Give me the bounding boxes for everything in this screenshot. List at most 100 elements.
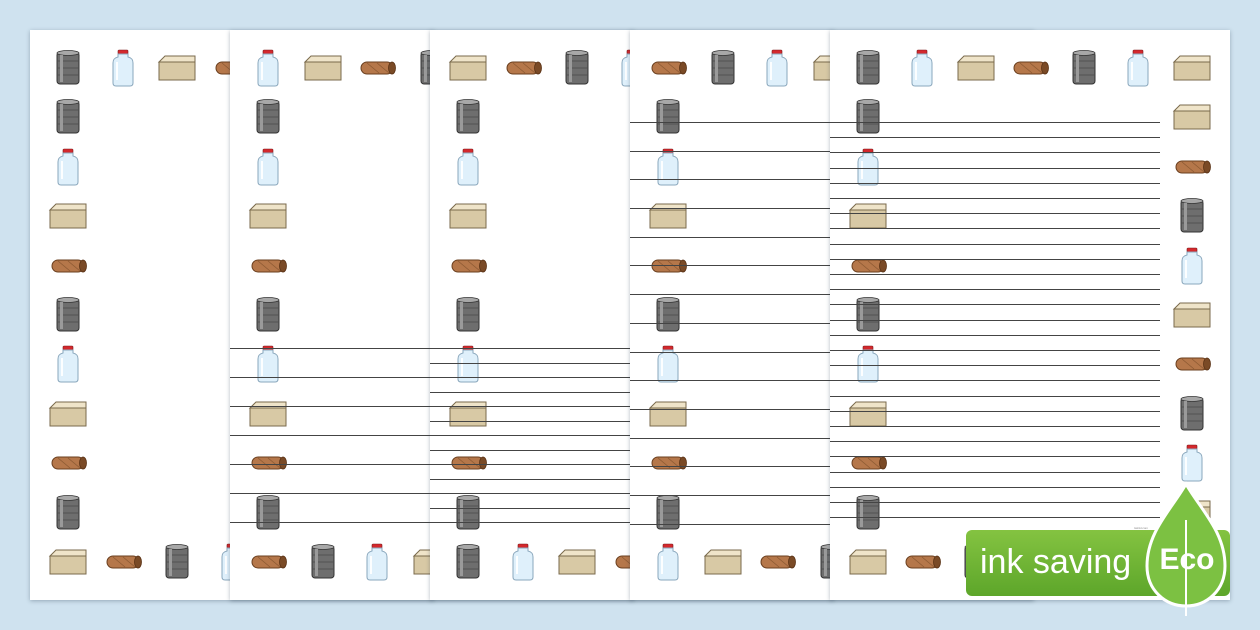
glass-jar-icon: [648, 344, 688, 389]
tin-can-icon: [648, 295, 688, 340]
cardboard-box-icon: [303, 48, 343, 93]
writing-line: [830, 335, 1160, 336]
writing-line: [830, 380, 1160, 381]
writing-line: [630, 438, 964, 439]
writing-line: [430, 421, 764, 422]
page-border-sheet-narrow-full: twinkl.com: [830, 30, 1230, 600]
glass-jar-icon: [848, 147, 888, 192]
glass-jar-icon: [248, 147, 288, 192]
writing-line: [830, 365, 1160, 366]
writing-line: [830, 228, 1160, 229]
glass-jar-icon: [1172, 246, 1212, 291]
cardboard-tube-icon: [757, 542, 797, 587]
tin-can-icon: [48, 493, 88, 538]
glass-jar-icon: [248, 48, 288, 93]
writing-line: [830, 213, 1160, 214]
writing-line: [830, 456, 1160, 457]
glass-jar-icon: [503, 542, 543, 587]
glass-jar-icon: [357, 542, 397, 587]
cardboard-box-icon: [48, 196, 88, 241]
writing-line: [830, 502, 1160, 503]
footer-url: twinkl.com: [1134, 526, 1149, 530]
glass-jar-icon: [1118, 48, 1158, 93]
cardboard-tube-icon: [448, 443, 488, 488]
glass-jar-icon: [648, 542, 688, 587]
cardboard-box-icon: [448, 394, 488, 439]
cardboard-box-icon: [1172, 97, 1212, 142]
cardboard-box-icon: [648, 196, 688, 241]
writing-line: [830, 259, 1160, 260]
glass-jar-icon: [848, 344, 888, 389]
tin-can-icon: [848, 295, 888, 340]
writing-line: [430, 479, 764, 480]
cardboard-box-icon: [248, 196, 288, 241]
cardboard-tube-icon: [848, 443, 888, 488]
tin-can-icon: [48, 97, 88, 142]
tin-can-icon: [48, 48, 88, 93]
cardboard-box-icon: [848, 196, 888, 241]
cardboard-tube-icon: [357, 48, 397, 93]
tin-can-icon: [157, 542, 197, 587]
writing-line: [430, 406, 764, 407]
writing-line: [630, 352, 964, 353]
cardboard-tube-icon: [448, 246, 488, 291]
writing-line: [630, 265, 964, 266]
writing-line: [830, 168, 1160, 169]
writing-line: [830, 122, 1160, 123]
writing-line: [830, 487, 1160, 488]
writing-line: [830, 320, 1160, 321]
writing-line: [830, 441, 1160, 442]
eco-leaf-icon: [1145, 481, 1227, 616]
writing-line: [830, 396, 1160, 397]
cardboard-tube-icon: [902, 542, 942, 587]
writing-line: [830, 137, 1160, 138]
writing-line: [230, 348, 564, 349]
cardboard-box-icon: [48, 542, 88, 587]
writing-line: [630, 294, 964, 295]
eco-label: Eco: [1159, 543, 1215, 576]
writing-line: [630, 323, 964, 324]
glass-jar-icon: [103, 48, 143, 93]
cardboard-box-icon: [48, 394, 88, 439]
cardboard-box-icon: [848, 542, 888, 587]
cardboard-tube-icon: [248, 542, 288, 587]
writing-line: [830, 472, 1160, 473]
writing-line: [430, 435, 764, 436]
tin-can-icon: [448, 97, 488, 142]
writing-line: [430, 450, 764, 451]
cardboard-box-icon: [956, 48, 996, 93]
cardboard-box-icon: [448, 196, 488, 241]
glass-jar-icon: [48, 147, 88, 192]
glass-jar-icon: [902, 48, 942, 93]
cardboard-tube-icon: [648, 48, 688, 93]
cardboard-box-icon: [157, 48, 197, 93]
writing-line: [630, 237, 964, 238]
cardboard-box-icon: [1172, 48, 1212, 93]
tin-can-icon: [648, 493, 688, 538]
writing-line: [830, 411, 1160, 412]
writing-line: [830, 152, 1160, 153]
cardboard-tube-icon: [248, 246, 288, 291]
writing-line: [230, 493, 564, 494]
writing-line: [430, 392, 764, 393]
tin-can-icon: [48, 295, 88, 340]
cardboard-tube-icon: [1010, 48, 1050, 93]
writing-line: [630, 179, 964, 180]
writing-line: [230, 406, 564, 407]
cardboard-box-icon: [703, 542, 743, 587]
glass-jar-icon: [757, 48, 797, 93]
writing-line: [630, 524, 964, 525]
writing-line: [630, 409, 964, 410]
tin-can-icon: [448, 493, 488, 538]
tin-can-icon: [1064, 48, 1104, 93]
tin-can-icon: [248, 493, 288, 538]
tin-can-icon: [1172, 196, 1212, 241]
glass-jar-icon: [448, 147, 488, 192]
writing-line: [630, 495, 964, 496]
cardboard-tube-icon: [48, 443, 88, 488]
writing-line: [830, 304, 1160, 305]
writing-line: [830, 426, 1160, 427]
tin-can-icon: [703, 48, 743, 93]
cardboard-box-icon: [848, 394, 888, 439]
